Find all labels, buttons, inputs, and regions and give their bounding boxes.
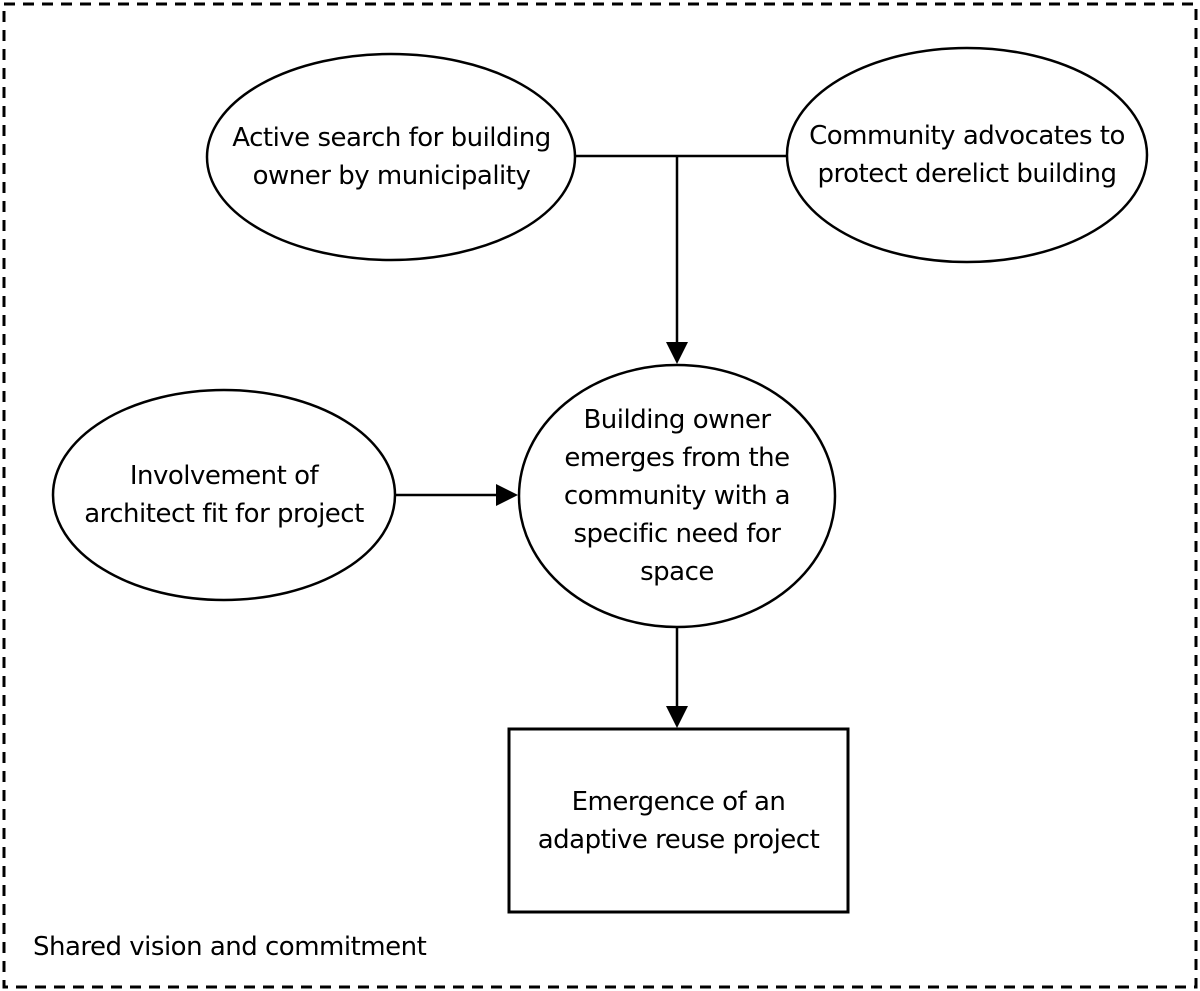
node-adaptive-reuse-project-label: Emergence of an adaptive reuse project: [537, 786, 820, 855]
arrowhead-architect-to-owner: [496, 484, 518, 506]
node-community-advocates-label: Community advocates to protect derelict …: [809, 121, 1125, 189]
arrowhead-junction-to-owner: [666, 342, 688, 364]
node-active-search-ellipse: [205, 52, 577, 262]
arrowhead-owner-to-project: [666, 706, 688, 728]
node-architect-involvement-label: Involvement of architect fit for project: [84, 461, 364, 529]
node-community-advocates-ellipse: [785, 46, 1149, 264]
node-building-owner-label: Building owner emerges from the communit…: [563, 405, 791, 587]
node-active-search-label: Active search for building owner by muni…: [232, 123, 551, 191]
diagram-caption: Shared vision and commitment: [33, 932, 427, 962]
node-building-owner-ellipse: [517, 363, 837, 629]
node-architect-involvement-ellipse: [51, 388, 397, 602]
node-adaptive-reuse-project-rect: [507, 727, 850, 914]
